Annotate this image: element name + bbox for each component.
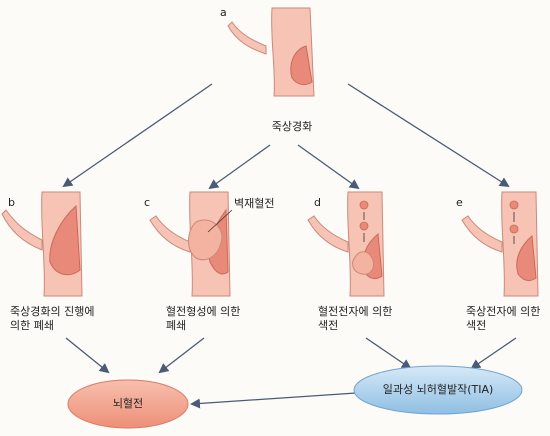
vessel-d-thrombus [352,251,375,275]
vessel-b [1,191,83,297]
vessel-c [149,191,233,297]
vessel-b-plaque [49,204,81,276]
panel-a-letter: a [220,6,227,19]
panel-b-caption-line1: 죽상경화의 진행에 [10,305,95,318]
panel-d-caption-line1: 혈전전자에 의한 [318,305,393,318]
panel-a-caption: 죽상경화 [271,120,313,133]
vessel-d [307,191,385,297]
arrow-a-to-e [347,83,510,188]
arrow-a-to-d [297,144,360,190]
vessel-a-plaque [290,45,313,86]
panel-e-caption-line2: 색전 [466,319,487,332]
panel-c-letter: c [144,196,151,209]
arrow-tia-to-infarct [190,392,357,409]
panel-c-caption-line2: 폐쇄 [166,319,187,332]
vessel-e-embolus-1 [509,200,519,210]
vessel-c-thrombus [188,219,223,261]
vessel-a [227,7,315,97]
tia-oval [353,365,523,415]
infarction-label: 뇌혈전 [112,397,144,410]
panel-c-caption-line1: 혈전형성에 의한 [166,305,241,318]
tia-label: 일과성 뇌허혈발작(TIA) [382,383,494,396]
vessel-d-branch [307,215,349,253]
arrow-b-to-infarct [65,337,110,374]
vessel-d-embolus-2 [359,221,369,231]
panel-b-caption: 죽상경화의 진행에 의한 폐쇄 [10,305,140,333]
vessel-a-branch [227,21,267,55]
vessel-e-branch [461,215,503,253]
panel-d-letter: d [314,196,321,209]
panel-c-caption: 혈전형성에 의한 폐쇄 [166,305,286,333]
panel-d-caption: 혈전전자에 의한 색전 [318,305,438,333]
arrow-c-to-infarct [158,337,205,374]
panel-b-caption-line2: 의한 폐쇄 [10,319,54,332]
panel-b-letter: b [8,196,15,209]
mural-thrombus-callout: 벽재혈전 [234,197,275,210]
vessel-b-branch [1,209,43,251]
panel-d-caption-line2: 색전 [318,319,339,332]
panel-e-caption: 죽상전자에 의한 색전 [466,305,550,333]
panel-e-caption-line1: 죽상전자에 의한 [466,305,541,318]
vessel-e-embolus-2 [509,224,519,234]
vessel-e [461,191,539,297]
arrow-e-to-tia [470,337,517,370]
vessel-c-branch [149,215,191,253]
panel-e-letter: e [456,196,463,209]
vessel-e-plaque [516,235,537,282]
infarction-oval [67,379,189,429]
arrow-d-to-tia [365,337,412,370]
vessel-d-embolus-1 [359,200,369,210]
arrow-a-to-c [208,144,271,190]
arrow-a-to-b [62,83,213,188]
callout-line [207,209,233,233]
